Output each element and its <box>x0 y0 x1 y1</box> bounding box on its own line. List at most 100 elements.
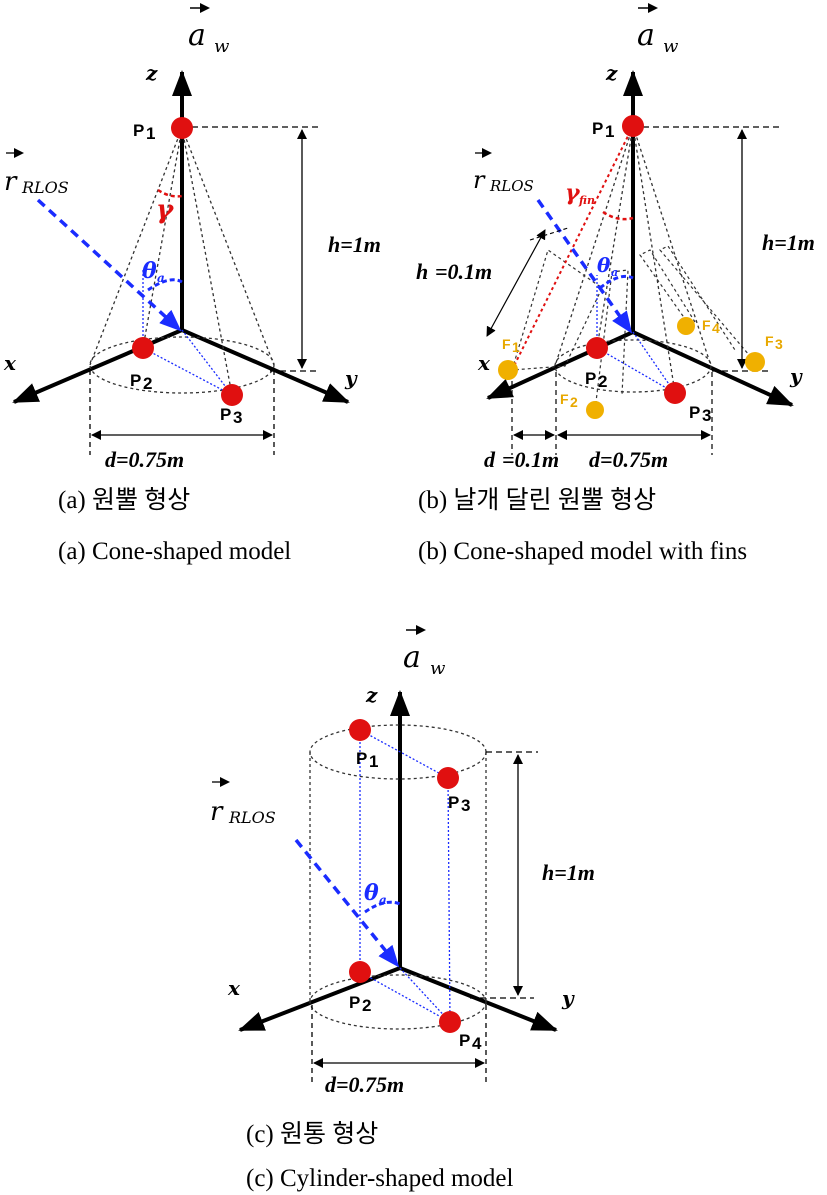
aw-label-c: a w <box>403 625 446 679</box>
svg-text:F: F <box>702 317 711 333</box>
svg-text:2: 2 <box>362 996 371 1015</box>
caption-c-en: (c) Cylinder-shaped model <box>246 1165 514 1192</box>
d-label-c: d=0.75m <box>325 1072 404 1097</box>
y-label-a: y <box>344 366 358 390</box>
svg-text:θ: θ <box>597 253 611 277</box>
svg-text:2: 2 <box>143 374 152 393</box>
rlos-ray-c <box>294 838 400 968</box>
svg-text:P: P <box>356 749 367 768</box>
point-f3-b <box>745 352 765 372</box>
cone-edge-left-a <box>89 127 183 366</box>
svg-text:θ: θ <box>142 258 157 284</box>
svg-text:P: P <box>220 405 231 424</box>
theta-arc-c <box>364 900 401 914</box>
x-label-a: x <box>3 351 17 375</box>
hf-dim-line-b <box>486 229 546 337</box>
hf-label-b: h =0.1m <box>416 259 492 284</box>
gamma-fin-label-b: γ fin <box>565 180 595 207</box>
svg-text:3: 3 <box>702 406 711 425</box>
rlos-ray-b <box>536 198 633 334</box>
point-f4-b <box>677 317 695 335</box>
point-p3-b <box>664 382 686 404</box>
svg-text:w: w <box>663 36 679 57</box>
point-p3-c <box>437 767 459 789</box>
point-p2-a <box>132 337 154 359</box>
y-label-c: y <box>561 986 575 1010</box>
gamma-arc-a <box>157 188 183 198</box>
svg-text:2: 2 <box>598 372 607 391</box>
x-axis-a <box>12 328 183 404</box>
svg-text:P: P <box>585 369 596 388</box>
blue-frame-c <box>359 729 451 1023</box>
svg-text:d: d <box>484 447 496 472</box>
theta-arc-a <box>147 278 183 292</box>
point-p1-c <box>349 719 371 741</box>
point-f1-b <box>498 360 518 380</box>
svg-text:3: 3 <box>461 796 470 815</box>
svg-text:a: a <box>611 266 618 279</box>
svg-text:P: P <box>133 121 144 140</box>
aw-label-b: a w <box>637 3 679 57</box>
svg-text:1: 1 <box>369 752 378 771</box>
gamma-fin-arc-b <box>602 210 634 221</box>
r-rlos-label-b: r RLOS <box>473 148 534 195</box>
gamma-fin-line-b <box>511 125 634 371</box>
svg-text:θ: θ <box>364 880 379 906</box>
svg-text:r: r <box>210 797 224 827</box>
point-f2-b <box>586 401 604 419</box>
svg-text:h: h <box>416 259 428 284</box>
svg-text:F: F <box>765 333 774 349</box>
panel-c-cylinder: a w z x y r RLOS <box>210 625 595 1192</box>
x-label-b: x <box>477 351 491 375</box>
svg-text:P: P <box>448 793 459 812</box>
svg-text:γ: γ <box>565 180 581 206</box>
x-label-c: x <box>227 976 241 1000</box>
caption-a-ko: (a) 원뿔 형상 <box>58 486 190 514</box>
svg-text:RLOS: RLOS <box>21 178 69 197</box>
h-label-c: h=1m <box>542 860 595 885</box>
point-p2-c <box>349 961 371 983</box>
point-p3-a <box>221 384 243 406</box>
theta-label-b: θ a <box>597 253 618 279</box>
svg-text:w: w <box>214 36 230 57</box>
z-label-a: z <box>145 61 158 85</box>
point-p2-b <box>586 337 608 359</box>
svg-text:3: 3 <box>233 408 242 427</box>
y-label-b: y <box>789 364 803 388</box>
svg-text:a: a <box>188 18 206 53</box>
z-label-c: z <box>365 683 378 707</box>
svg-text:RLOS: RLOS <box>228 808 276 827</box>
point-p1-b <box>622 115 644 137</box>
svg-text:a: a <box>379 893 387 907</box>
svg-text:2: 2 <box>570 394 578 410</box>
h-label-a: h=1m <box>328 232 381 257</box>
svg-text:P: P <box>689 403 700 422</box>
z-label-b: z <box>605 61 618 85</box>
rlos-ray-a <box>36 198 182 332</box>
svg-text:P: P <box>459 1031 470 1050</box>
r-rlos-label-c: r RLOS <box>210 777 276 827</box>
svg-text:a: a <box>403 640 421 675</box>
point-p1-a <box>171 117 193 139</box>
cone-base-a <box>89 336 275 394</box>
theta-arc-b <box>599 274 634 290</box>
svg-text:1: 1 <box>512 339 520 355</box>
cone-line-p3-a <box>181 127 233 396</box>
x-axis-c <box>238 966 401 1032</box>
svg-text:a: a <box>157 271 165 285</box>
caption-a-en: (a) Cone-shaped model <box>58 538 291 565</box>
svg-text:a: a <box>637 18 655 53</box>
svg-text:w: w <box>430 658 446 679</box>
svg-text:P: P <box>349 993 360 1012</box>
svg-text:fin: fin <box>578 194 595 207</box>
